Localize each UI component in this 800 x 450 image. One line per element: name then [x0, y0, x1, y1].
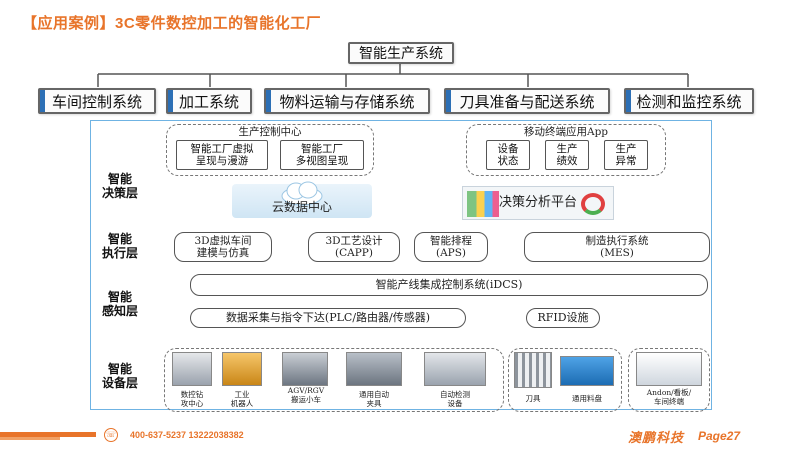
cnc-center-image	[172, 352, 212, 386]
cloud-panel: 云数据中心	[232, 181, 372, 218]
equipment-caption: 工业 机器人	[230, 390, 254, 408]
tray-image	[560, 356, 614, 386]
cloud-icon	[281, 181, 323, 206]
layer-label-execution: 智能 执行层	[101, 232, 138, 260]
equipment-caption: 刀具	[525, 394, 541, 403]
capp-box: 3D工艺设计 (CAPP)	[308, 232, 400, 262]
accent-bar	[40, 90, 45, 112]
phone-icon: ☏	[104, 428, 118, 442]
layer-label-decision: 智能 决策层	[101, 172, 138, 200]
equipment-caption: 通用自动 夹具	[359, 390, 389, 408]
control-center-label: 生产控制中心	[238, 126, 302, 138]
subsystem-tool-prep: 刀具准备与配送系统	[444, 88, 610, 114]
device-status-box: 设备 状态	[486, 140, 530, 170]
inspection-image	[424, 352, 486, 386]
page-title: 【应用案例】3C零件数控加工的智能化工厂	[22, 15, 322, 32]
equipment-group-tools	[508, 348, 622, 412]
analysis-label: 决策分析平台	[499, 195, 578, 210]
gauge-icon	[581, 193, 605, 215]
accent-bar	[446, 90, 451, 112]
vr-box: 智能工厂虚拟 呈现与漫游	[176, 140, 268, 170]
mes-box: 制造执行系统 (MES)	[524, 232, 710, 262]
robot-image	[222, 352, 262, 386]
idcs-box: 智能产线集成控制系统(iDCS)	[190, 274, 708, 296]
company-logo: 澳鹏科技	[628, 430, 685, 445]
agv-image	[282, 352, 328, 386]
virtual-workshop-box: 3D虚拟车间 建模与仿真	[174, 232, 272, 262]
layer-label-equipment: 智能 设备层	[101, 362, 138, 390]
production-performance-box: 生产 绩效	[545, 140, 589, 170]
equipment-caption: 数控钻 攻中心	[180, 390, 204, 408]
subsystem-label: 检测和监控系统	[636, 92, 742, 111]
chart-thumbnail	[467, 191, 499, 217]
aps-box: 智能排程 (APS)	[414, 232, 488, 262]
footer-accent-bar	[0, 432, 96, 437]
accent-bar	[626, 90, 631, 112]
fixture-image	[346, 352, 402, 386]
subsystem-machining: 加工系统	[166, 88, 252, 114]
equipment-caption: Andon/看板/ 车间终端	[646, 388, 692, 406]
andon-image	[636, 352, 702, 386]
equipment-group-terminal	[628, 348, 710, 412]
equipment-caption: AGV/RGV 搬运小车	[287, 386, 325, 404]
mobile-app-label: 移动终端应用App	[523, 126, 609, 138]
analysis-panel: 决策分析平台	[462, 186, 614, 220]
tools-image	[514, 352, 552, 388]
footer-phone: 400-637-5237 13222038382	[130, 430, 244, 440]
cloud-label: 云数据中心	[271, 200, 332, 214]
equipment-caption: 通用料盘	[572, 394, 602, 403]
subsystem-label: 加工系统	[178, 92, 239, 111]
subsystem-material-transport: 物料运输与存储系统	[264, 88, 430, 114]
subsystem-label: 车间控制系统	[51, 92, 142, 111]
footer-accent-bar-light	[0, 437, 60, 440]
accent-bar	[266, 90, 271, 112]
subsystem-workshop-control: 车间控制系统	[38, 88, 156, 114]
multiview-box: 智能工厂 多视图呈现	[280, 140, 364, 170]
subsystem-inspection: 检测和监控系统	[624, 88, 754, 114]
control-center-group	[166, 124, 374, 176]
layer-label-perception: 智能 感知层	[101, 290, 138, 318]
subsystem-label: 刀具准备与配送系统	[459, 92, 595, 111]
page-number: Page27	[698, 429, 741, 443]
mobile-app-group	[466, 124, 666, 176]
equipment-group-machines	[164, 348, 504, 412]
subsystem-label: 物料运输与存储系统	[279, 92, 415, 111]
rfid-box: RFID设施	[526, 308, 600, 328]
smart-production-system-box: 智能生产系统	[348, 42, 454, 64]
production-abnormal-box: 生产 异常	[604, 140, 648, 170]
equipment-caption: 自动检测 设备	[440, 390, 470, 408]
data-collection-box: 数据采集与指令下达(PLC/路由器/传感器)	[190, 308, 466, 328]
accent-bar	[168, 90, 173, 112]
